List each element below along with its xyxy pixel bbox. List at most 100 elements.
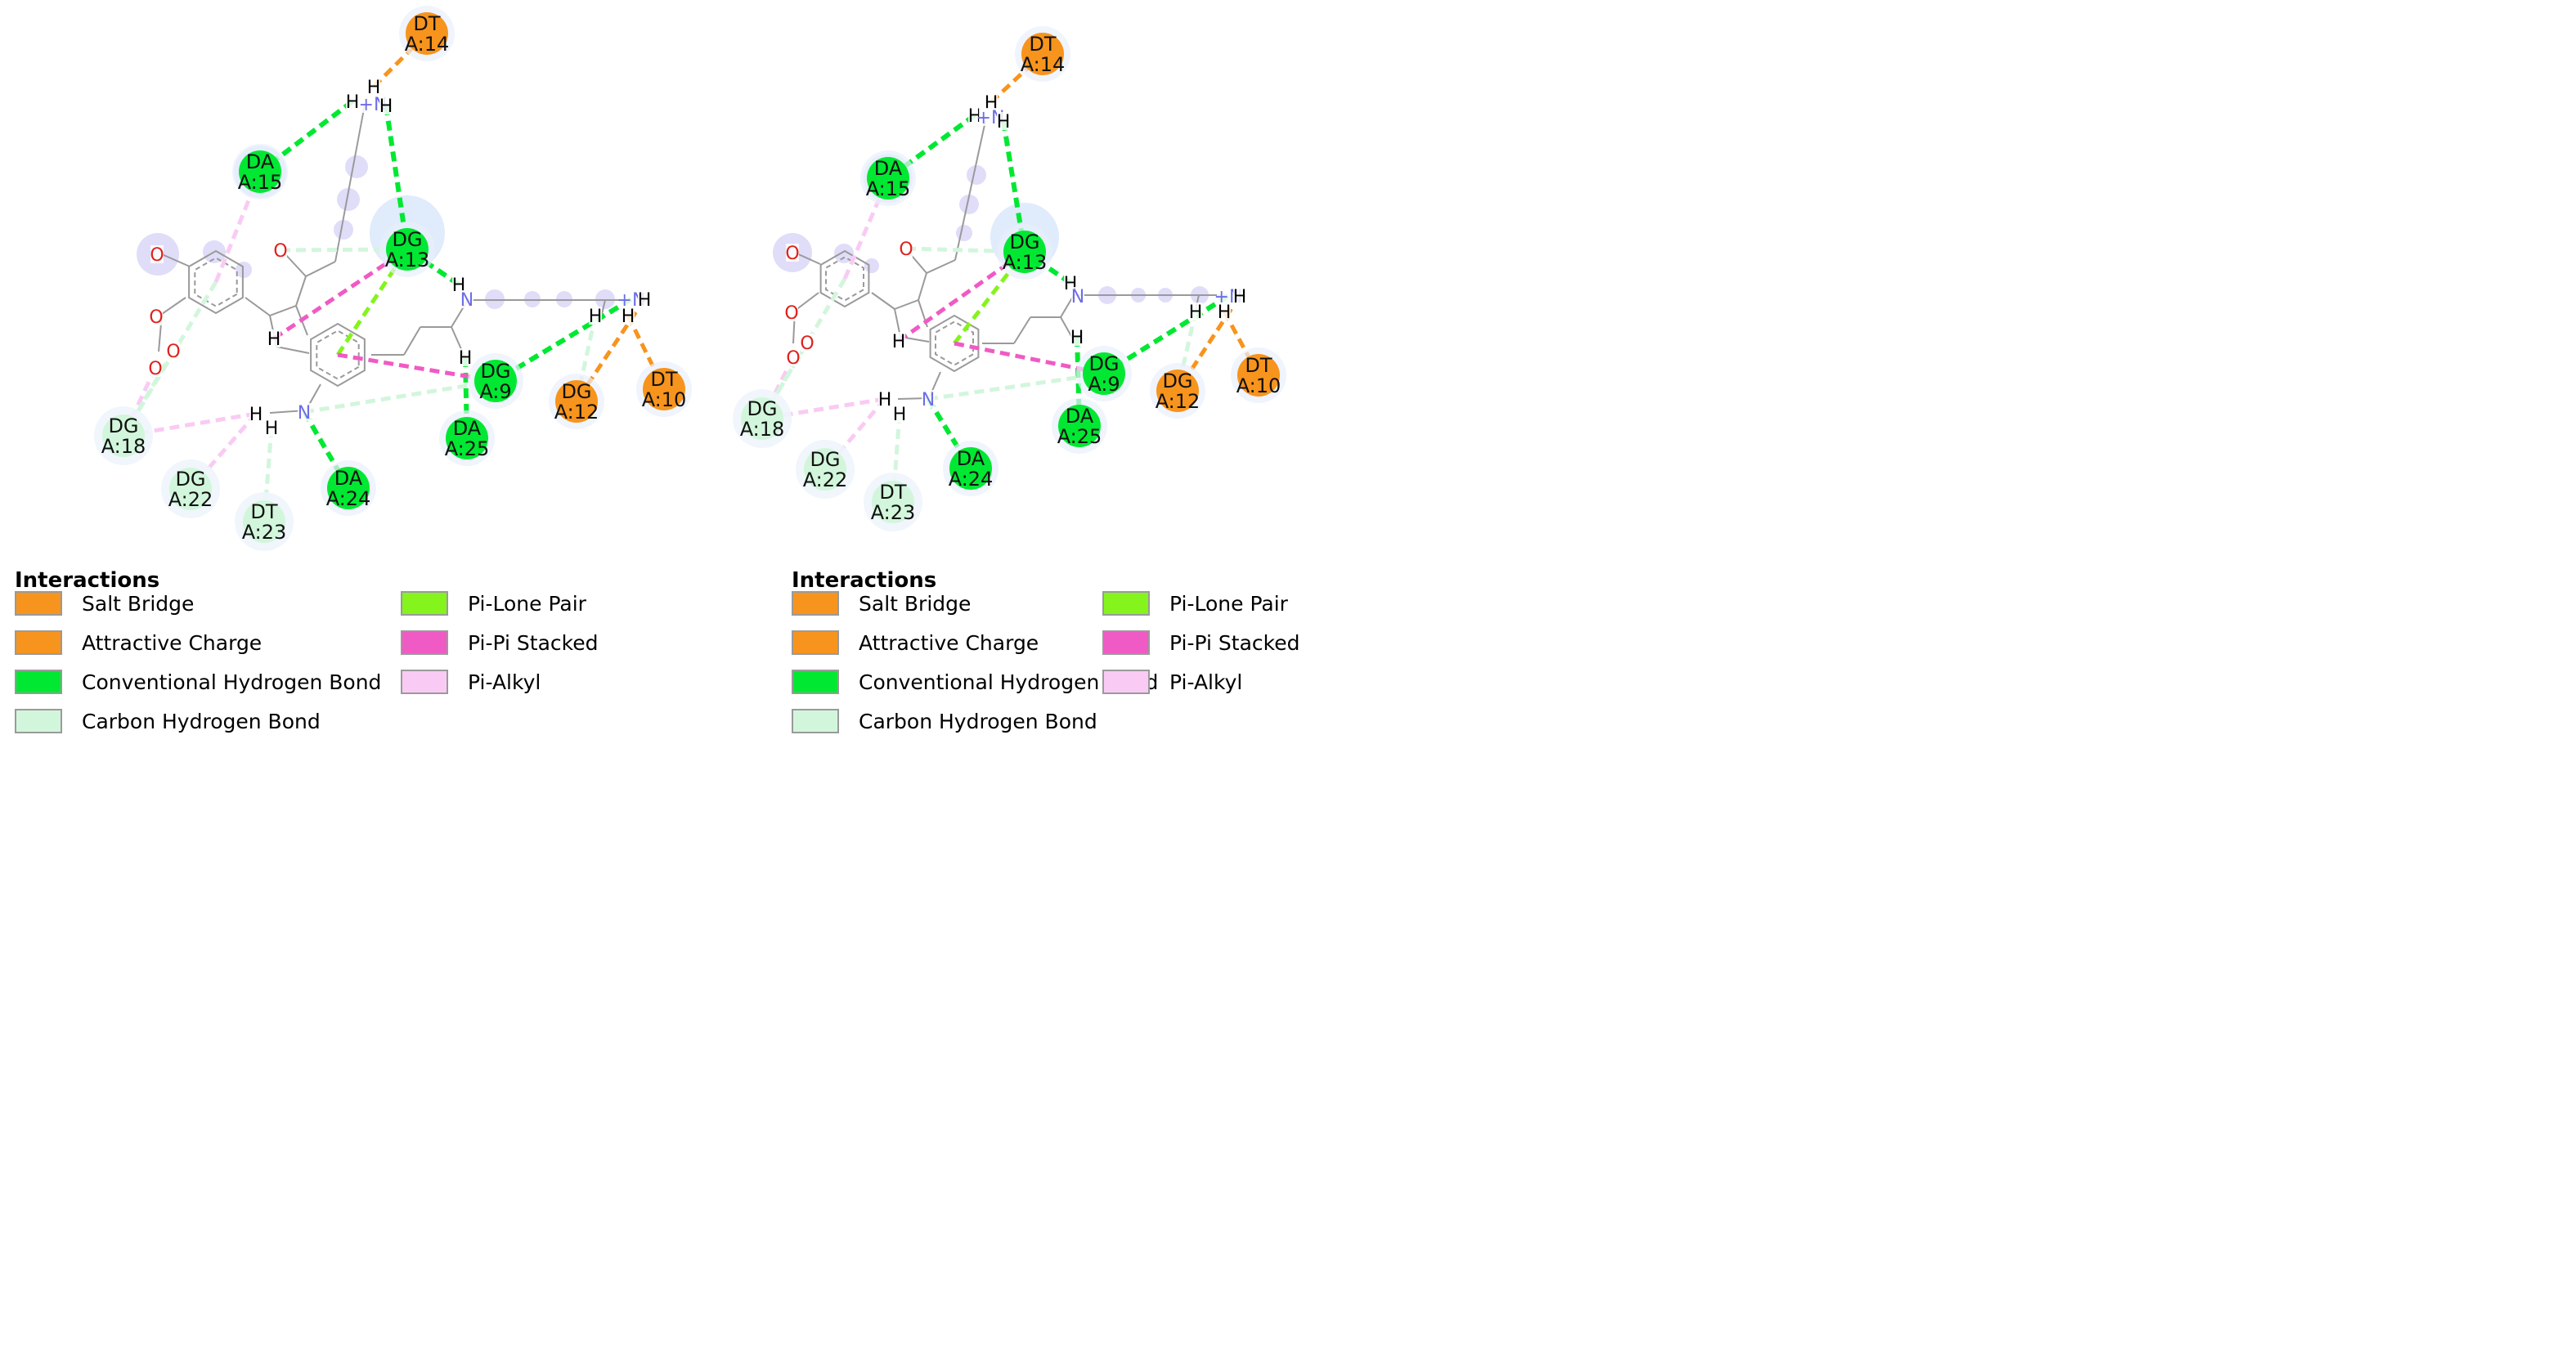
residue-circle bbox=[1237, 354, 1280, 397]
atom-accessibility-blob bbox=[864, 258, 879, 273]
residue-name: DG bbox=[747, 397, 777, 420]
interaction-line-carbon-hbond bbox=[121, 280, 218, 437]
residue-chain-id: A:15 bbox=[866, 177, 911, 200]
residue-name: DG bbox=[108, 415, 138, 437]
atom-label: H bbox=[1218, 303, 1232, 323]
residue-name: DA bbox=[246, 150, 275, 173]
atom-label: O bbox=[785, 244, 799, 264]
legend-item-carbon-hbond: Carbon Hydrogen Bond bbox=[15, 707, 321, 735]
atom-label: H bbox=[997, 112, 1011, 132]
residue-node-dg12[interactable]: DGA:12 bbox=[549, 374, 604, 429]
residue-circle bbox=[555, 380, 598, 423]
residue-node-dt23[interactable]: DTA:23 bbox=[235, 492, 294, 551]
atom-accessibility-blob bbox=[834, 244, 854, 263]
residue-circle bbox=[169, 468, 212, 510]
residue-circle bbox=[406, 12, 448, 55]
residue-chain-id: A:22 bbox=[168, 488, 213, 511]
atom-label: H bbox=[878, 390, 892, 410]
residue-node-dg13[interactable]: DGA:13 bbox=[379, 222, 435, 277]
residue-node-dt23[interactable]: DTA:23 bbox=[864, 473, 922, 531]
atom-label: H bbox=[265, 419, 279, 439]
legend-label: Pi-Alkyl bbox=[1169, 670, 1243, 694]
residue-chain-id: A:12 bbox=[554, 401, 599, 424]
atom-label: H bbox=[1070, 328, 1084, 348]
legend-label: Pi-Pi Stacked bbox=[468, 630, 599, 655]
atom-accessibility-blob bbox=[334, 220, 353, 240]
residue-node-dg22[interactable]: DGA:22 bbox=[161, 459, 220, 518]
interaction-line-salt-bridge bbox=[990, 52, 1044, 104]
residue-chain-id: A:18 bbox=[740, 418, 785, 441]
atom-label: H bbox=[379, 96, 393, 117]
atom-label: O bbox=[784, 303, 798, 324]
residue-circle bbox=[741, 397, 783, 440]
atom-label: N bbox=[298, 403, 311, 424]
atom-label: H bbox=[1189, 303, 1203, 323]
residue-node-dg22[interactable]: DGA:22 bbox=[796, 440, 855, 499]
legend-swatch bbox=[401, 670, 448, 694]
atom-label: O bbox=[273, 241, 287, 262]
atom-label: N bbox=[1071, 287, 1084, 307]
residue-node-da25[interactable]: DAA:25 bbox=[439, 410, 495, 466]
residue-node-dg18[interactable]: DGA:18 bbox=[94, 406, 153, 465]
legend-item-pi-pi-stacked: Pi-Pi Stacked bbox=[401, 629, 599, 657]
interaction-line-conventional-hbond bbox=[886, 113, 976, 181]
residue-chain-id: A:18 bbox=[101, 435, 146, 458]
atom-label: H bbox=[249, 405, 263, 425]
interaction-lines bbox=[760, 52, 1261, 503]
residue-node-da24[interactable]: DAA:24 bbox=[321, 460, 376, 516]
interaction-line-carbon-hbond bbox=[280, 247, 408, 253]
interaction-line-carbon-hbond bbox=[303, 379, 496, 415]
legend-title: Interactions bbox=[15, 568, 160, 593]
legend-label: Salt Bridge bbox=[82, 591, 195, 616]
residue-node-da15[interactable]: DAA:15 bbox=[860, 150, 916, 206]
residue-node-dg9[interactable]: DGA:9 bbox=[468, 353, 523, 409]
ligand-skeleton bbox=[792, 120, 1227, 400]
residue-node-da15[interactable]: DAA:15 bbox=[232, 144, 288, 199]
residue-node-dt14[interactable]: DTA:14 bbox=[1015, 26, 1070, 82]
legend-label: Pi-Lone Pair bbox=[1169, 591, 1288, 616]
residue-name: DT bbox=[879, 481, 906, 504]
residue-circle bbox=[239, 150, 281, 193]
residue-circle bbox=[1003, 231, 1046, 273]
atom-label: H bbox=[367, 78, 381, 98]
atom-label: H bbox=[622, 307, 635, 327]
legend-item-pi-pi-stacked: Pi-Pi Stacked bbox=[1102, 629, 1300, 657]
residue-node-dt10[interactable]: DTA:10 bbox=[1231, 347, 1286, 403]
atom-label: H bbox=[1233, 287, 1247, 307]
residue-chain-id: A:13 bbox=[385, 249, 430, 271]
residue-circle bbox=[949, 447, 992, 490]
residue-circle bbox=[474, 360, 517, 402]
residue-name: DG bbox=[392, 228, 422, 251]
legend-item-pi-alkyl: Pi-Alkyl bbox=[401, 668, 541, 696]
legend-swatch bbox=[15, 709, 62, 733]
atom-label: H bbox=[892, 332, 906, 352]
residue-node-dt14[interactable]: DTA:14 bbox=[399, 6, 455, 61]
legend-swatch bbox=[792, 709, 839, 733]
legend-label: Pi-Lone Pair bbox=[468, 591, 586, 616]
residue-node-da24[interactable]: DAA:24 bbox=[943, 441, 999, 496]
residue-circle bbox=[1058, 405, 1101, 447]
legend-item-carbon-hbond: Carbon Hydrogen Bond bbox=[792, 707, 1097, 735]
residue-name: DT bbox=[650, 368, 677, 391]
interaction-line-conventional-hbond bbox=[1102, 294, 1230, 376]
legend-item-salt-bridge: Salt Bridge bbox=[792, 589, 971, 617]
residue-node-da25[interactable]: DAA:25 bbox=[1052, 398, 1107, 454]
residue-node-dg9[interactable]: DGA:9 bbox=[1076, 346, 1132, 401]
atom-label: H bbox=[893, 405, 907, 425]
residue-name: DG bbox=[1162, 370, 1192, 392]
residue-node-dg12[interactable]: DGA:12 bbox=[1150, 363, 1205, 419]
atom-accessibility-blob bbox=[345, 155, 368, 178]
residue-name: DG bbox=[480, 360, 510, 383]
residue-circle bbox=[446, 417, 488, 459]
residue-chain-id: A:22 bbox=[803, 468, 848, 491]
residue-node-dg18[interactable]: DGA:18 bbox=[733, 389, 792, 448]
legend-swatch bbox=[1102, 630, 1150, 655]
legend-swatch bbox=[792, 670, 839, 694]
atom-accessibility-blob bbox=[236, 262, 252, 278]
atom-label: H bbox=[346, 92, 360, 113]
residue-node-dt10[interactable]: DTA:10 bbox=[636, 361, 692, 417]
legend-label: Conventional Hydrogen Bond bbox=[82, 670, 382, 694]
residue-node-dg13[interactable]: DGA:13 bbox=[997, 224, 1052, 280]
